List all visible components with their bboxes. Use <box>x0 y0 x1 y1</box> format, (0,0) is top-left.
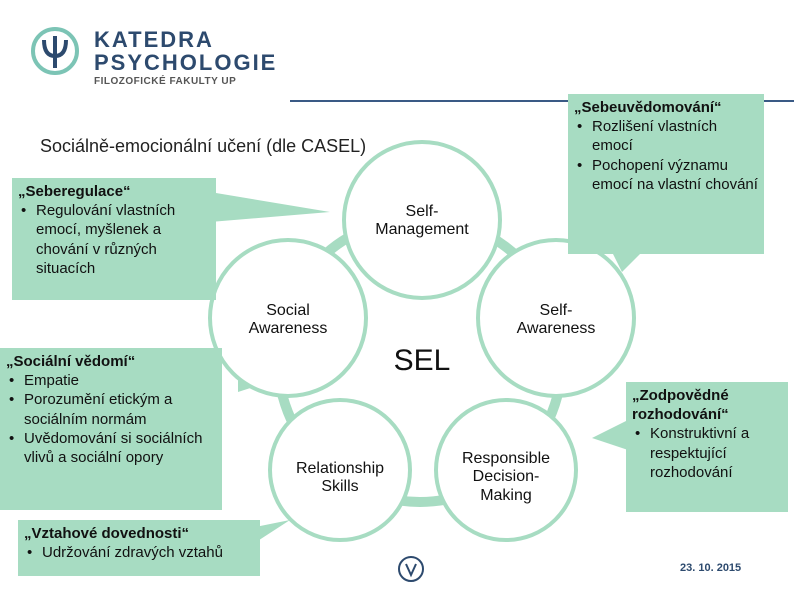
callout-zodpovedne-item: Konstruktivní a respektující rozhodování <box>632 424 782 482</box>
social-awareness-node <box>208 238 368 398</box>
callout-seberegulace-title: „Seberegulace“ <box>18 183 131 200</box>
department-logo: KATEDRA PSYCHOLOGIE FILOZOFICKÉ FAKULTY … <box>30 26 275 88</box>
relationship-skills-node <box>268 398 412 542</box>
university-seal-icon <box>398 556 424 582</box>
self-management-label: Self- Management <box>375 203 469 239</box>
callout-socialni-vedomi-item: Empatie <box>6 371 216 390</box>
self-awareness-node <box>476 238 636 398</box>
callout-vztahove: „Vztahové dovednosti“ Udržování zdravých… <box>18 520 260 576</box>
social-awareness-label: Social Awareness <box>248 302 328 338</box>
callout-sebeuvedomovani: „Sebeuvědomování“ Rozlišení vlastních em… <box>568 94 764 254</box>
callout-vztahove-title: „Vztahové dovednosti“ <box>24 525 190 542</box>
title-divider <box>290 100 794 102</box>
callout-zodpovedne: „Zodpovědné rozhodování“ Konstruktivní a… <box>626 382 788 512</box>
responsible-decision-node <box>434 398 578 542</box>
responsible-decision-label: Responsible Decision- Making <box>461 450 551 504</box>
callout-sebeuvedomovani-item: Rozlišení vlastních emocí <box>574 117 758 155</box>
callout-zodpovedne-title: „Zodpovědné rozhodování“ <box>632 387 729 424</box>
callout-socialni-vedomi-item: Porozumění etickým a sociálním normám <box>6 390 216 428</box>
callout-socialni-vedomi-item: Uvědomování si sociálních vlivů a sociál… <box>6 429 216 467</box>
logo-name-line1: KATEDRA <box>94 27 214 52</box>
callout-vztahove-item: Udržování zdravých vztahů <box>24 543 254 562</box>
zodpovedne-pointer <box>592 420 628 450</box>
callout-socialni-vedomi-title: „Sociální vědomí“ <box>6 353 136 370</box>
relationship-skills-label: Relationship Skills <box>295 460 385 496</box>
callout-seberegulace-item: Regulování vlastních emocí, myšlenek a c… <box>18 201 210 278</box>
callout-seberegulace: „Seberegulace“ Regulování vlastních emoc… <box>12 178 216 300</box>
seberegulace-pointer <box>210 192 330 222</box>
self-management-node <box>342 140 502 300</box>
logo-name-line2: PSYCHOLOGIE <box>94 50 278 75</box>
footer-date: 23. 10. 2015 <box>680 562 742 574</box>
self-awareness-label: Self- Awareness <box>516 302 596 338</box>
callout-sebeuvedomovani-item: Pochopení významu emocí na vlastní chová… <box>574 156 758 194</box>
sel-center-label: SEL <box>393 344 451 377</box>
psi-logo-icon <box>31 27 79 75</box>
sebeuvedomovani-pointer <box>612 252 642 272</box>
callout-socialni-vedomi: „Sociální vědomí“ Empatie Porozumění eti… <box>0 348 222 510</box>
vztahove-pointer <box>250 520 290 546</box>
callout-sebeuvedomovani-title: „Sebeuvědomování“ <box>574 99 722 116</box>
page-title: Sociálně-emocionální učení (dle CASEL) <box>40 136 367 156</box>
logo-subtitle: FILOZOFICKÉ FAKULTY UP <box>94 76 237 87</box>
